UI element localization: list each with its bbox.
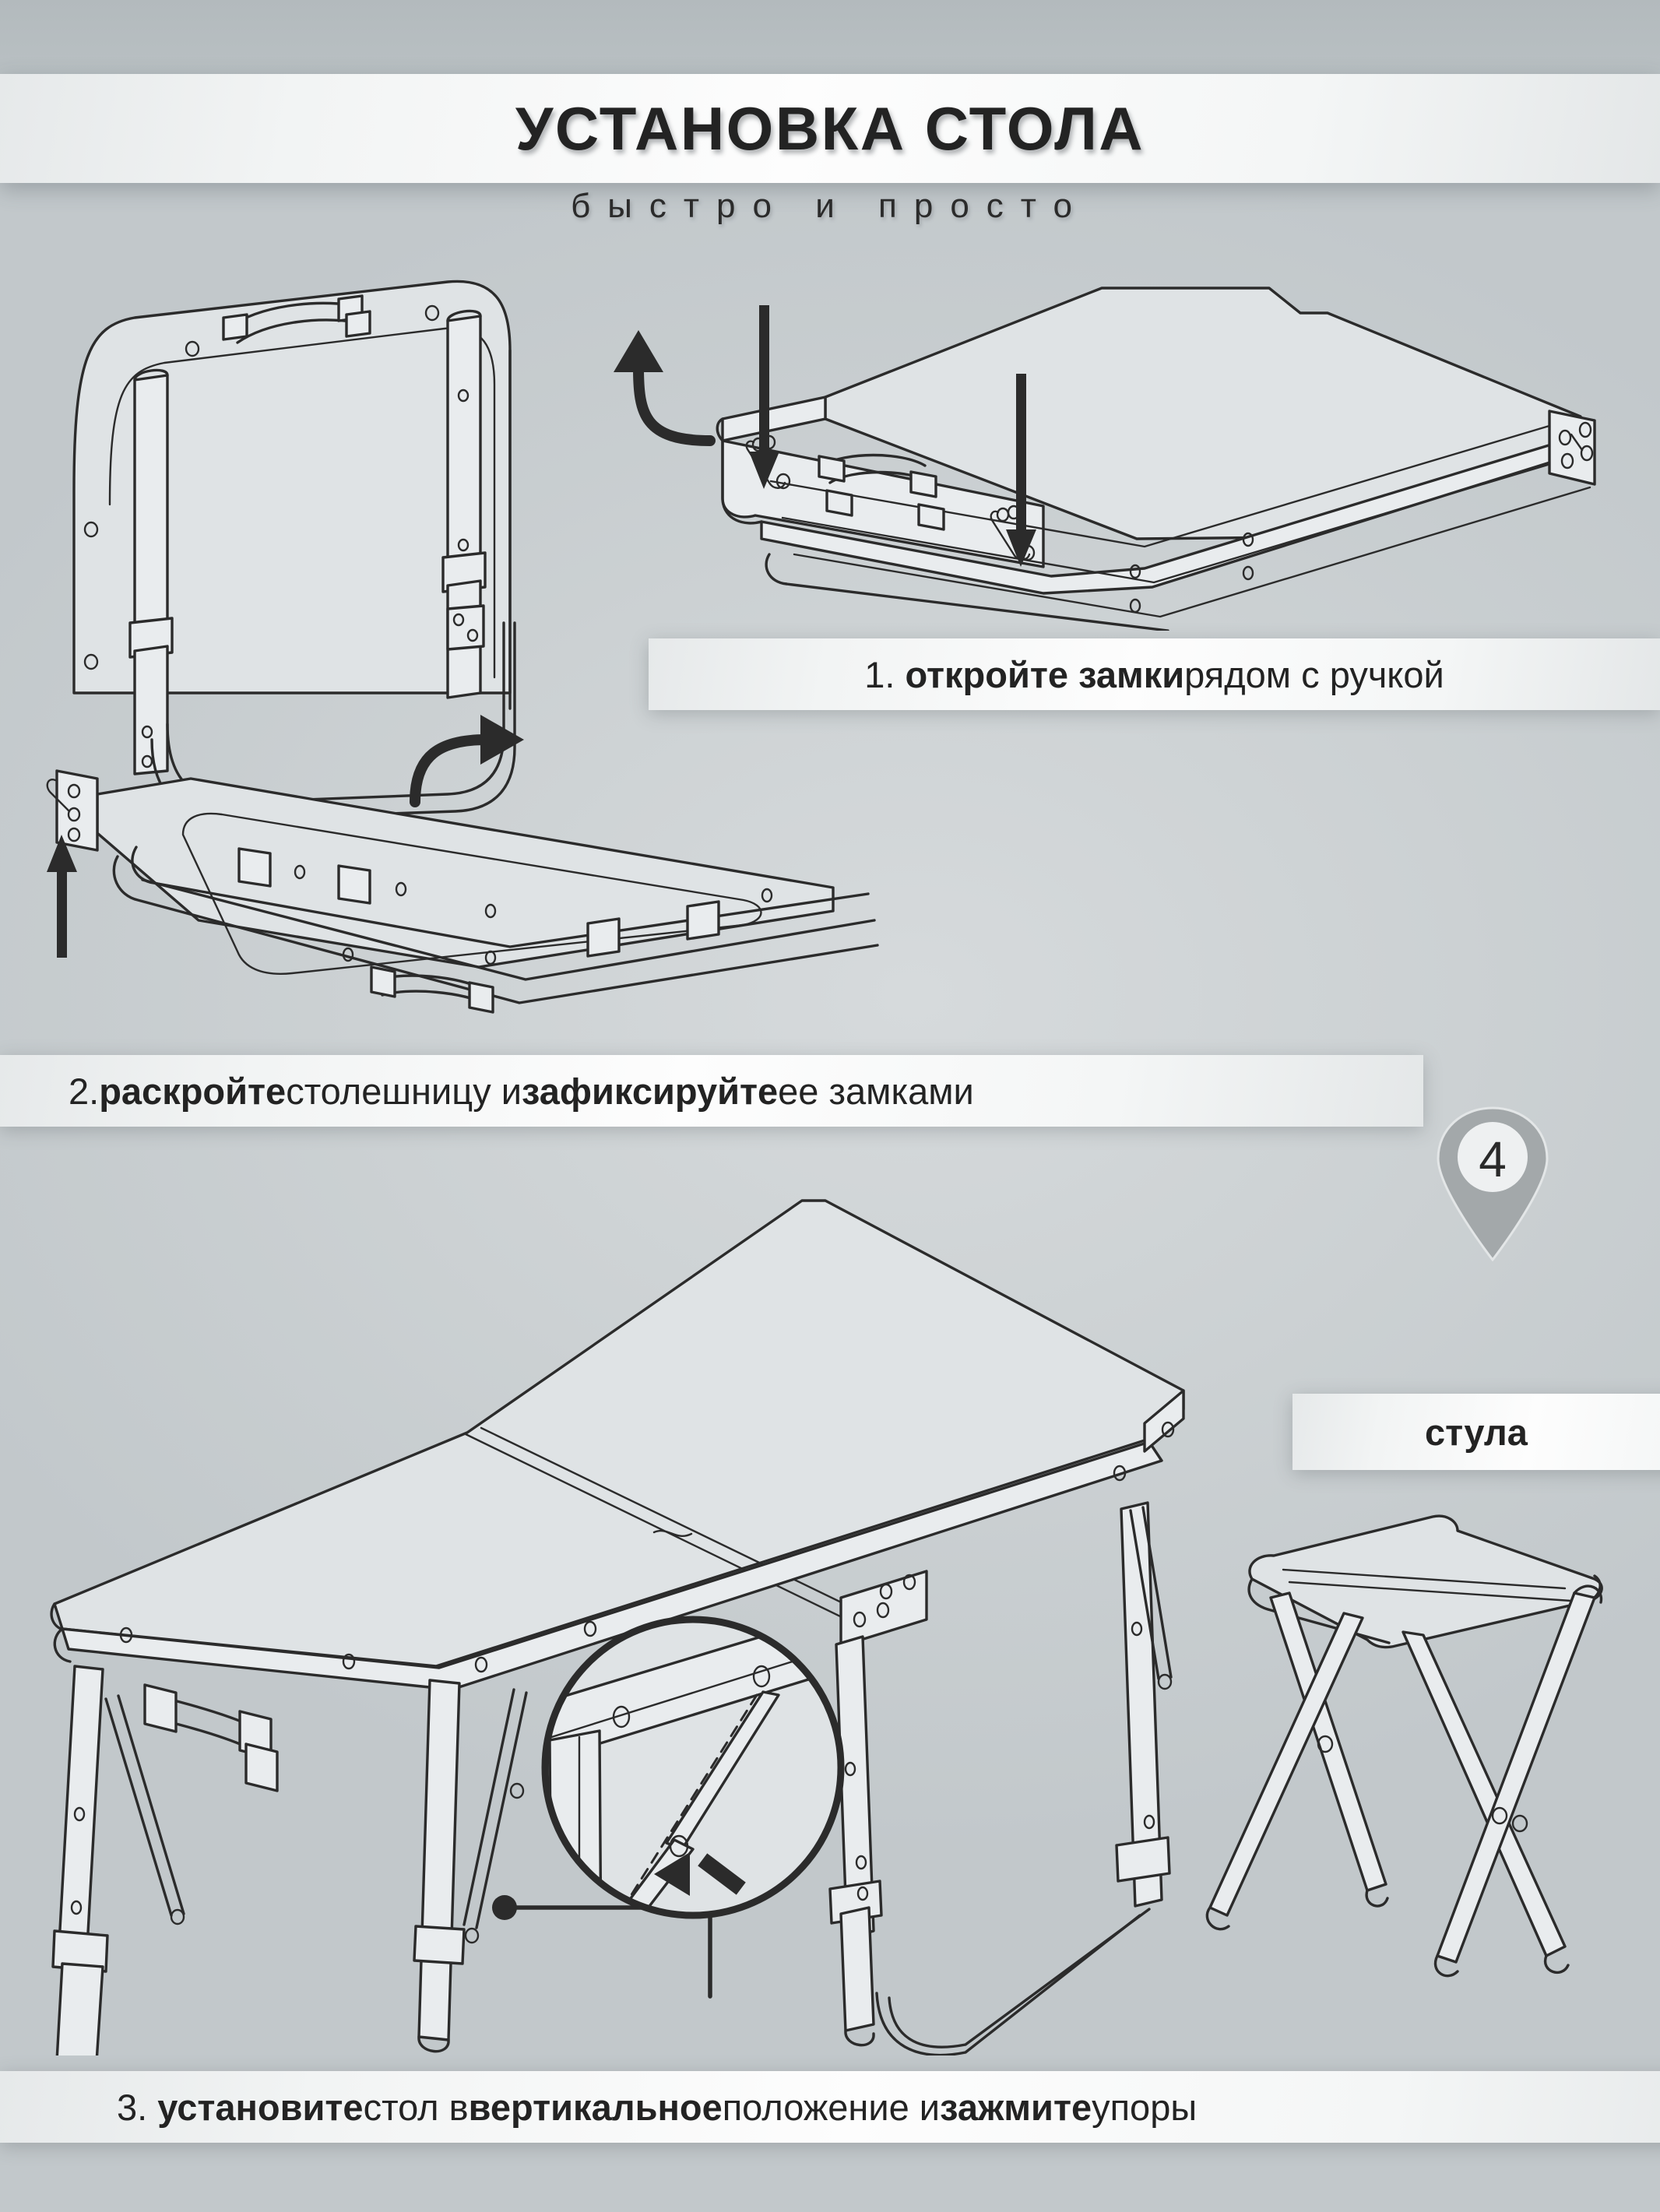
step-2-bold-2: зафиксируйте [522,1070,779,1112]
illustration-assembled-table [31,1121,1215,2056]
page-subtitle: быстро и просто [571,187,1089,225]
step-3-mid-1: стол в [363,2086,469,2128]
step-2-banner: 2. раскройте столешницу и зафиксируйте е… [0,1055,1423,1127]
up-arrow-latch [47,835,77,958]
curved-arrow-right [410,715,524,807]
chairs-label: стула [1425,1411,1528,1453]
step-1-banner: 1. откройте замки рядом с ручкой [649,638,1660,710]
step-3-bold-3: зажмите [940,2086,1092,2128]
step-1-bold: откройте замки [905,653,1185,695]
step-2-bold-1: раскройте [99,1070,287,1112]
curved-arrow-up [592,296,818,459]
illustration-open-frame [43,257,946,1043]
step-3-banner: 3. установите стол в вертикальное положе… [0,2071,1660,2143]
step-2-rest: ее замками [778,1070,974,1112]
down-arrow-left [749,305,779,489]
step-1-number: 1. [864,653,895,695]
step-1-rest: рядом с ручкой [1184,653,1444,695]
page-title: УСТАНОВКА СТОЛА [515,93,1145,163]
down-arrow-middle [1006,374,1036,567]
chairs-count-pin: 4 [1435,1106,1550,1261]
top-strip [0,0,1660,75]
step-3-number: 3. [117,2086,148,2128]
map-pin-icon [1437,1106,1549,1261]
chairs-count: 4 [1479,1131,1507,1187]
step-3-bold-1: установите [157,2086,364,2128]
title-banner: УСТАНОВКА СТОЛА [0,74,1660,183]
step-3-mid-2: положение и [722,2086,941,2128]
step-2-mid: столешницу и [286,1070,522,1112]
step-2-number: 2. [69,1070,100,1112]
illustration-folded-table [677,257,1620,631]
illustration-detail-zoom [537,1592,958,1943]
detail-arrow [654,1852,746,1896]
chairs-label-banner: стула [1292,1394,1660,1470]
step-3-bold-2: вертикальное [468,2086,723,2128]
illustration-stool [1199,1479,1658,1978]
step-3-rest: упоры [1092,2086,1198,2128]
